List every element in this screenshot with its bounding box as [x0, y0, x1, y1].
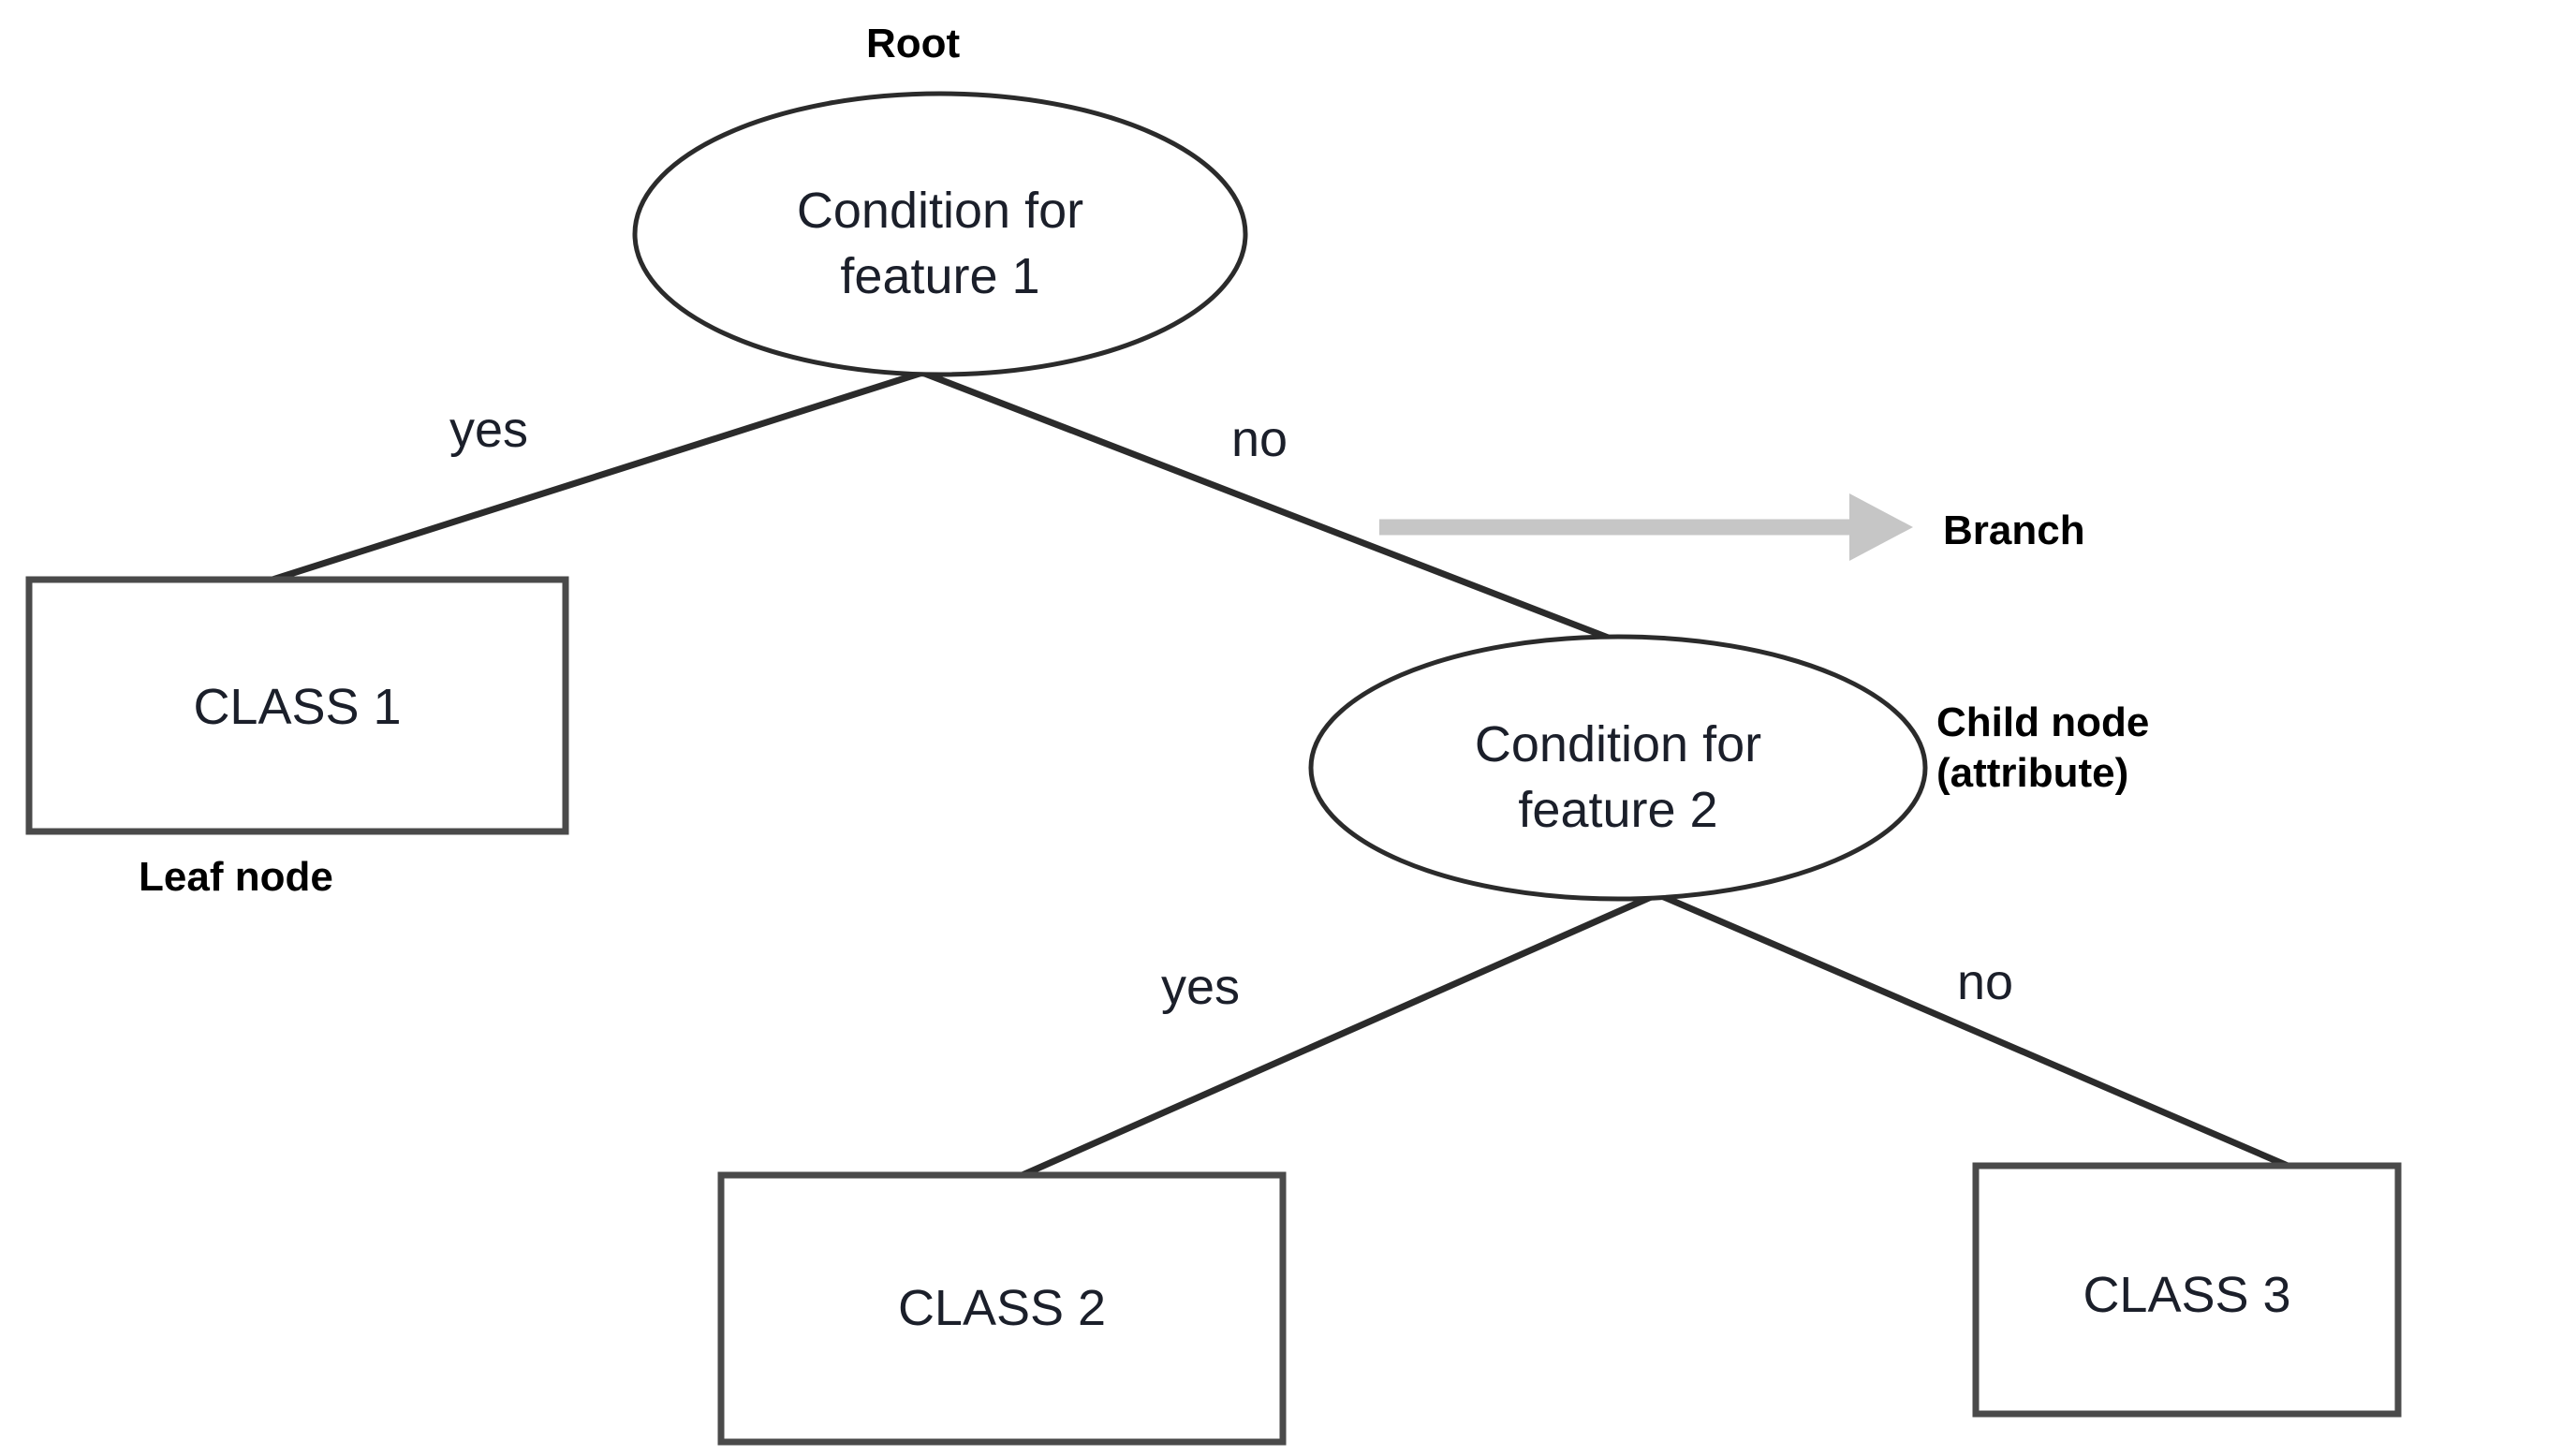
edge-label-root-no: no: [1231, 411, 1288, 467]
node-child-ellipse[interactable]: [1308, 634, 1928, 902]
node-class1-box[interactable]: [25, 576, 569, 835]
node-class2-box[interactable]: [717, 1171, 1287, 1446]
edge-label-child-yes: yes: [1161, 959, 1241, 1015]
edge-child-no: [1654, 890, 2298, 1172]
branch-callout-arrow: [1379, 493, 1913, 561]
annotation-leaf-node: Leaf node: [139, 854, 333, 900]
edge-root-no: [919, 369, 1614, 642]
annotation-branch: Branch: [1943, 507, 2085, 553]
node-class3-box[interactable]: [1972, 1162, 2402, 1418]
edge-label-root-yes: yes: [449, 402, 529, 458]
annotation-child-node: Child node (attribute): [1936, 699, 2150, 796]
node-root-ellipse[interactable]: [632, 91, 1248, 377]
edge-label-child-no: no: [1957, 954, 2014, 1010]
edge-child-yes: [1012, 890, 1661, 1182]
edge-root-yes: [266, 369, 926, 584]
annotation-root: Root: [866, 21, 961, 66]
